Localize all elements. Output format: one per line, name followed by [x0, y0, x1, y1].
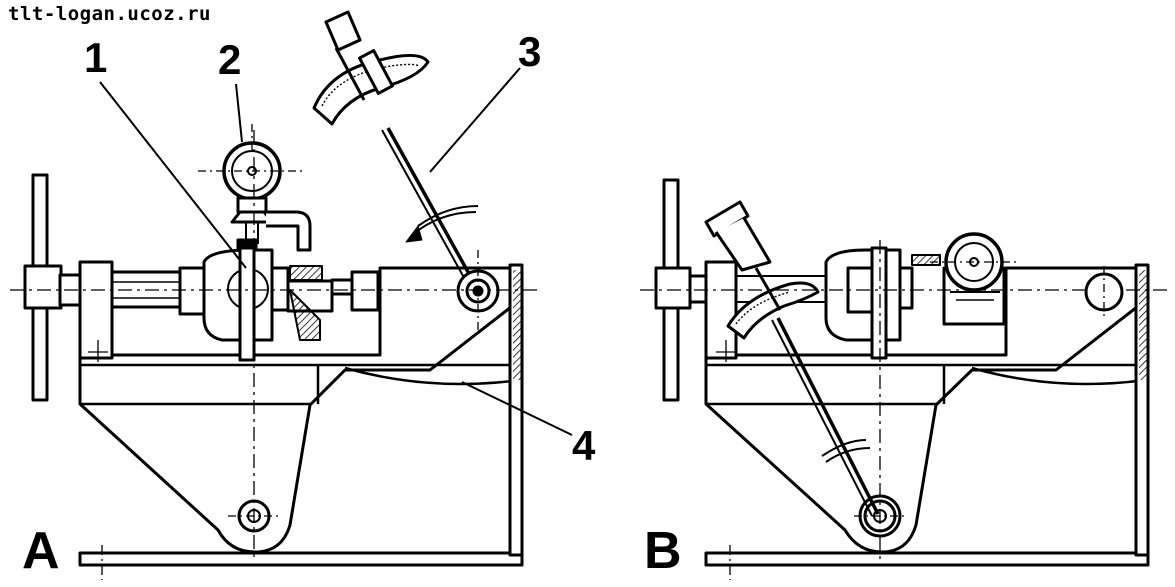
watermark-text: tlt-logan.ucoz.ru [8, 3, 211, 25]
callout-1: 1 [84, 34, 107, 81]
torque-arm-b [778, 318, 878, 514]
leader-3 [430, 68, 520, 172]
torque-arm-a [388, 128, 478, 290]
housing-a [204, 250, 272, 340]
callout-2: 2 [218, 36, 241, 83]
base-plate-b [706, 553, 1148, 565]
torque-dial-a [314, 55, 428, 124]
view-label-b: B [644, 522, 682, 580]
view-a-drawing [10, 12, 572, 580]
leader-4 [462, 382, 572, 435]
callout-3: 3 [518, 28, 541, 75]
base-plate-a [80, 553, 522, 565]
callout-4: 4 [572, 422, 596, 469]
view-b-drawing [640, 180, 1168, 580]
frame-body-a [80, 268, 520, 552]
frame-body-b [706, 268, 1146, 552]
torque-dial-b [728, 283, 818, 338]
leader-1 [100, 82, 246, 268]
view-label-a: A [22, 522, 60, 580]
leader-2 [236, 84, 242, 142]
